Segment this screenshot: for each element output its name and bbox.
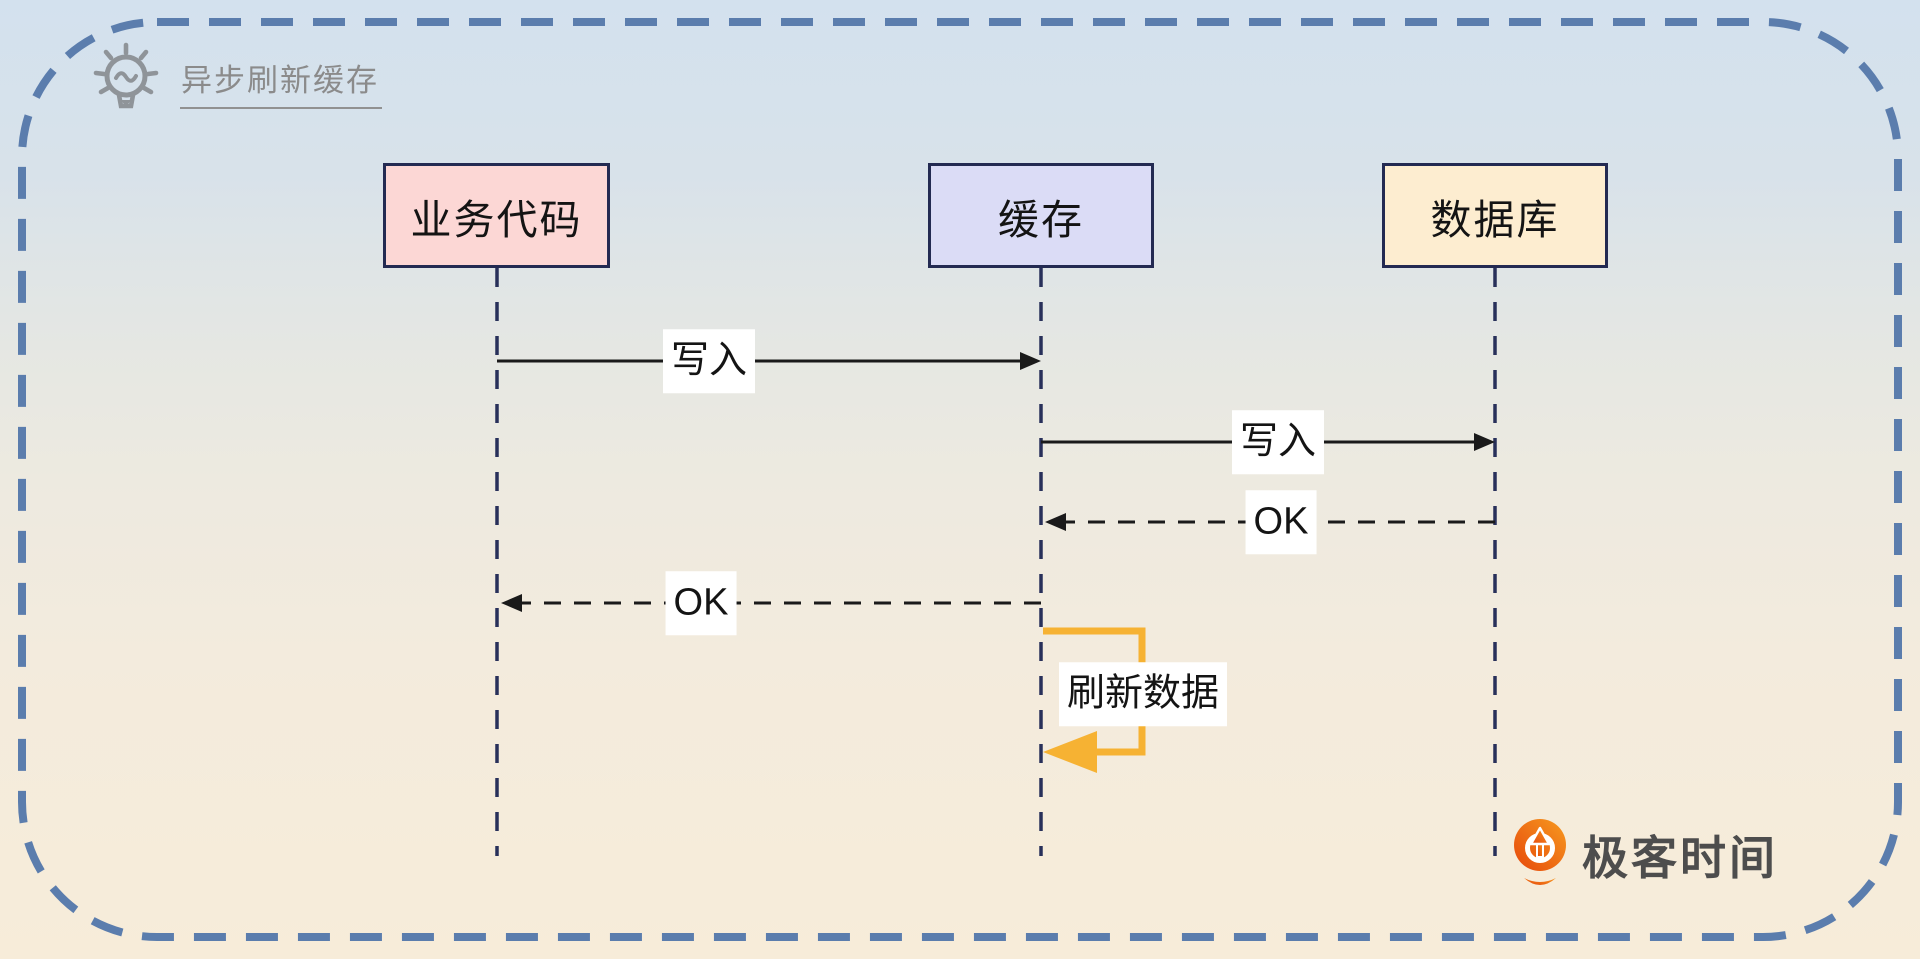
message-label-write-1: 写入 — [662, 329, 756, 393]
actor-database: 数据库 — [1382, 163, 1608, 268]
actor-database-label: 数据库 — [1430, 196, 1560, 243]
geektime-logo: 极客时间 — [1512, 818, 1778, 892]
message-label-refresh-data: 刷新数据 — [1058, 662, 1228, 726]
dashed-border-frame — [18, 18, 1902, 941]
message-label-ok-1: OK — [1245, 490, 1317, 554]
actor-business-code: 业务代码 — [383, 163, 610, 268]
lightbulb-icon — [93, 42, 159, 109]
actor-cache-label: 缓存 — [998, 196, 1084, 243]
actor-cache: 缓存 — [928, 163, 1154, 268]
message-label-ok-2: OK — [665, 571, 737, 635]
arrow-write-cache-head — [1020, 352, 1041, 370]
arrow-write-db-head — [1474, 433, 1495, 451]
actor-business-code-label: 业务代码 — [410, 196, 583, 243]
arrow-ok-db-to-cache-head — [1045, 513, 1066, 531]
diagram-title: 异步刷新缓存 — [92, 42, 382, 122]
geektime-icon — [1514, 819, 1566, 885]
message-label-write-2: 写入 — [1231, 410, 1325, 474]
diagram-title-text: 异步刷新缓存 — [180, 55, 382, 109]
self-loop-refresh-head — [1043, 731, 1097, 773]
arrow-ok-cache-to-business-head — [501, 594, 522, 612]
geektime-logo-text: 极客时间 — [1582, 832, 1778, 884]
